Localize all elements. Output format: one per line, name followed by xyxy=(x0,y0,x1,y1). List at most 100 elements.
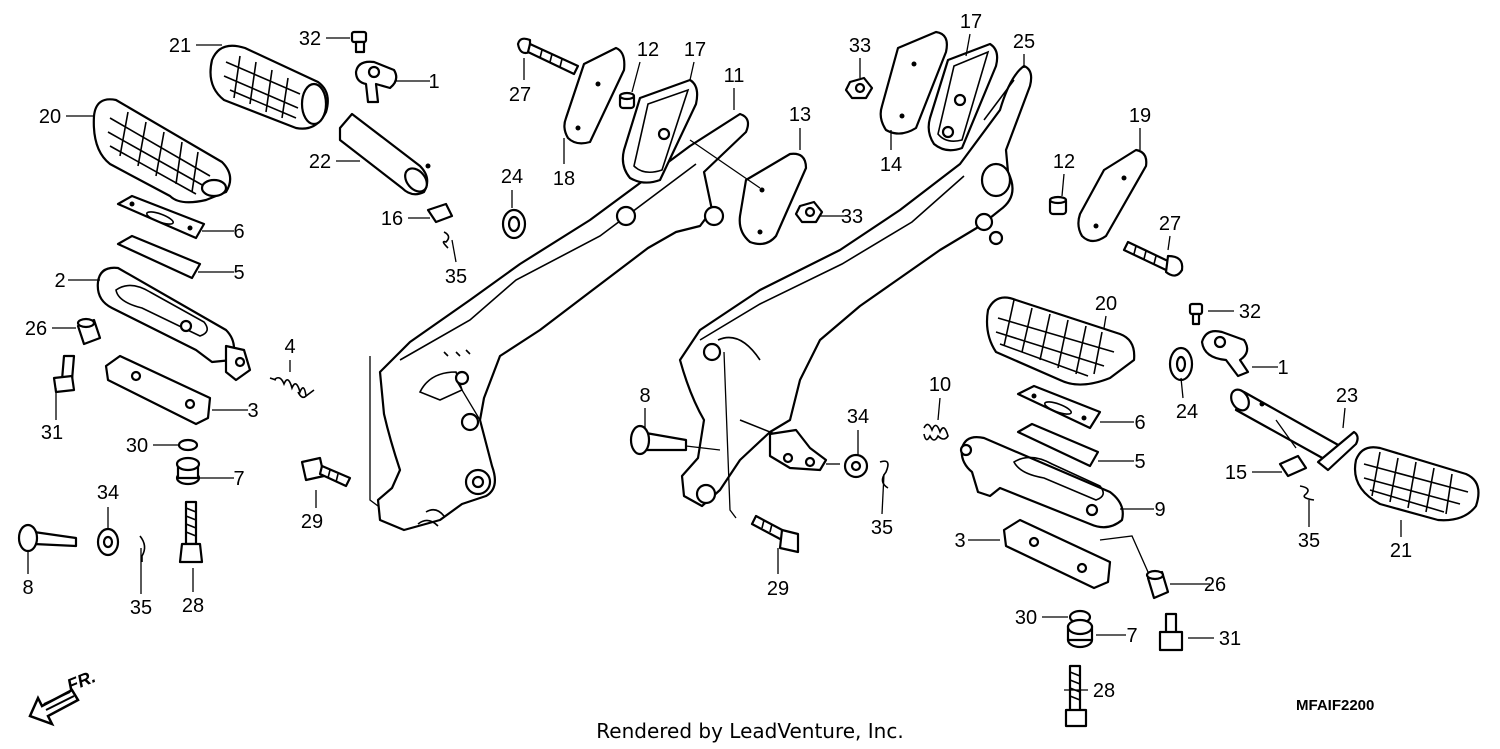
callout-3: 3 xyxy=(954,530,965,552)
callout-20: 20 xyxy=(39,106,61,128)
callout-34: 34 xyxy=(97,482,119,504)
callout-9: 9 xyxy=(1154,499,1165,521)
part-3-bracket-right xyxy=(1002,518,1149,590)
callout-16: 16 xyxy=(381,208,403,230)
part-30-washer xyxy=(177,438,199,452)
callout-32: 32 xyxy=(299,28,321,50)
callout-12: 12 xyxy=(1053,151,1075,173)
part-8-pin xyxy=(17,523,78,553)
callout-29: 29 xyxy=(301,511,323,533)
callout-25: 25 xyxy=(1013,31,1035,53)
callout-6: 6 xyxy=(233,221,244,243)
callout-21: 21 xyxy=(1390,540,1412,562)
part-22-pivot-pin xyxy=(338,112,431,196)
leader-line-c17a xyxy=(689,61,695,81)
callout-12: 12 xyxy=(637,39,659,61)
part-26-collar-right xyxy=(1145,569,1170,600)
callout-17: 17 xyxy=(684,39,706,61)
part-28-bolt-right xyxy=(1064,664,1088,728)
part-19-guard xyxy=(1077,148,1148,243)
leader-line-c27b xyxy=(1167,235,1171,251)
callout-35: 35 xyxy=(871,517,893,539)
part-23-pivot-pin xyxy=(1230,388,1359,472)
part-3-lower-bracket xyxy=(104,354,212,426)
part-33-nut-right xyxy=(844,76,874,100)
part-14-guard xyxy=(879,30,948,135)
callout-5: 5 xyxy=(233,262,244,284)
part-35-pin-right xyxy=(1299,485,1315,501)
part-24-washer-left xyxy=(501,208,527,240)
callout-28: 28 xyxy=(182,595,204,617)
callout-2: 2 xyxy=(54,270,65,292)
part-31-bolt-right xyxy=(1158,612,1184,652)
callout-31: 31 xyxy=(1219,628,1241,650)
part-32-screw-right xyxy=(1188,302,1204,326)
callout-17: 17 xyxy=(960,11,982,33)
leader-line-c12a xyxy=(631,61,641,93)
part-31-bolt xyxy=(52,354,76,394)
callout-28: 28 xyxy=(1093,680,1115,702)
callout-29: 29 xyxy=(767,578,789,600)
callout-1: 1 xyxy=(1277,357,1288,379)
front-direction-indicator: FR. xyxy=(28,666,98,727)
callout-26: 26 xyxy=(25,318,47,340)
part-6-plate xyxy=(116,194,206,240)
part-29-bolt-left xyxy=(300,456,352,488)
diagram-code: MFAIF2200 xyxy=(1296,697,1374,714)
callout-1: 1 xyxy=(428,71,439,93)
part-18-guard xyxy=(563,46,626,145)
credit-text: Rendered by LeadVenture, Inc. xyxy=(596,719,903,743)
callout-30: 30 xyxy=(126,435,148,457)
right-footpeg-group xyxy=(923,296,1480,728)
callout-11: 11 xyxy=(724,65,745,87)
part-17-gasket-left xyxy=(621,78,699,184)
part-8-pin-center xyxy=(629,424,721,456)
callout-5: 5 xyxy=(1134,451,1145,473)
part-17-gasket-right xyxy=(927,42,999,152)
part-27-bolt-left xyxy=(516,37,580,76)
callout-8: 8 xyxy=(639,385,650,407)
callout-21: 21 xyxy=(169,35,191,57)
callout-7: 7 xyxy=(1126,625,1137,647)
callout-35: 35 xyxy=(1298,530,1320,552)
part-12-collar-left xyxy=(618,91,636,110)
part-1-pivot-plate xyxy=(354,60,398,104)
callout-27: 27 xyxy=(509,84,531,106)
callout-32: 32 xyxy=(1239,301,1261,323)
front-label: FR. xyxy=(64,666,98,695)
callout-27: 27 xyxy=(1159,213,1181,235)
part-33-nut-left xyxy=(794,200,824,224)
part-1-plate-right xyxy=(1200,330,1250,378)
callout-4: 4 xyxy=(284,336,295,358)
callout-20: 20 xyxy=(1095,293,1117,315)
part-10-spring xyxy=(923,423,949,441)
right-bracket-group xyxy=(678,64,1033,519)
part-24-washer-right xyxy=(1168,346,1194,382)
part-27-bolt-right xyxy=(1122,240,1184,277)
part-35-cotter-pin xyxy=(442,231,450,249)
part-20-rubber-right xyxy=(985,296,1136,386)
part-9-footpeg-body xyxy=(959,436,1124,529)
callout-8: 8 xyxy=(22,577,33,599)
part-7-mount xyxy=(175,456,201,486)
callout-26: 26 xyxy=(1204,574,1226,596)
callout-3: 3 xyxy=(247,400,258,422)
callout-34: 34 xyxy=(847,406,869,428)
callout-31: 31 xyxy=(41,422,63,444)
part-29-bolt-center xyxy=(750,514,800,554)
leader-line-c10 xyxy=(937,397,941,421)
part-34-washer xyxy=(96,527,120,557)
callout-leaders xyxy=(27,33,1402,691)
leader-line-c35a xyxy=(451,239,457,263)
callout-23: 23 xyxy=(1336,385,1358,407)
leader-line-c24b xyxy=(1180,377,1184,399)
callout-22: 22 xyxy=(309,151,331,173)
callout-6: 6 xyxy=(1134,412,1145,434)
part-35-pin xyxy=(139,535,146,562)
part-32-screw xyxy=(350,30,368,54)
part-21-rear-rubber xyxy=(209,44,329,130)
callout-33: 33 xyxy=(841,206,863,228)
part-26-collar xyxy=(76,317,102,346)
